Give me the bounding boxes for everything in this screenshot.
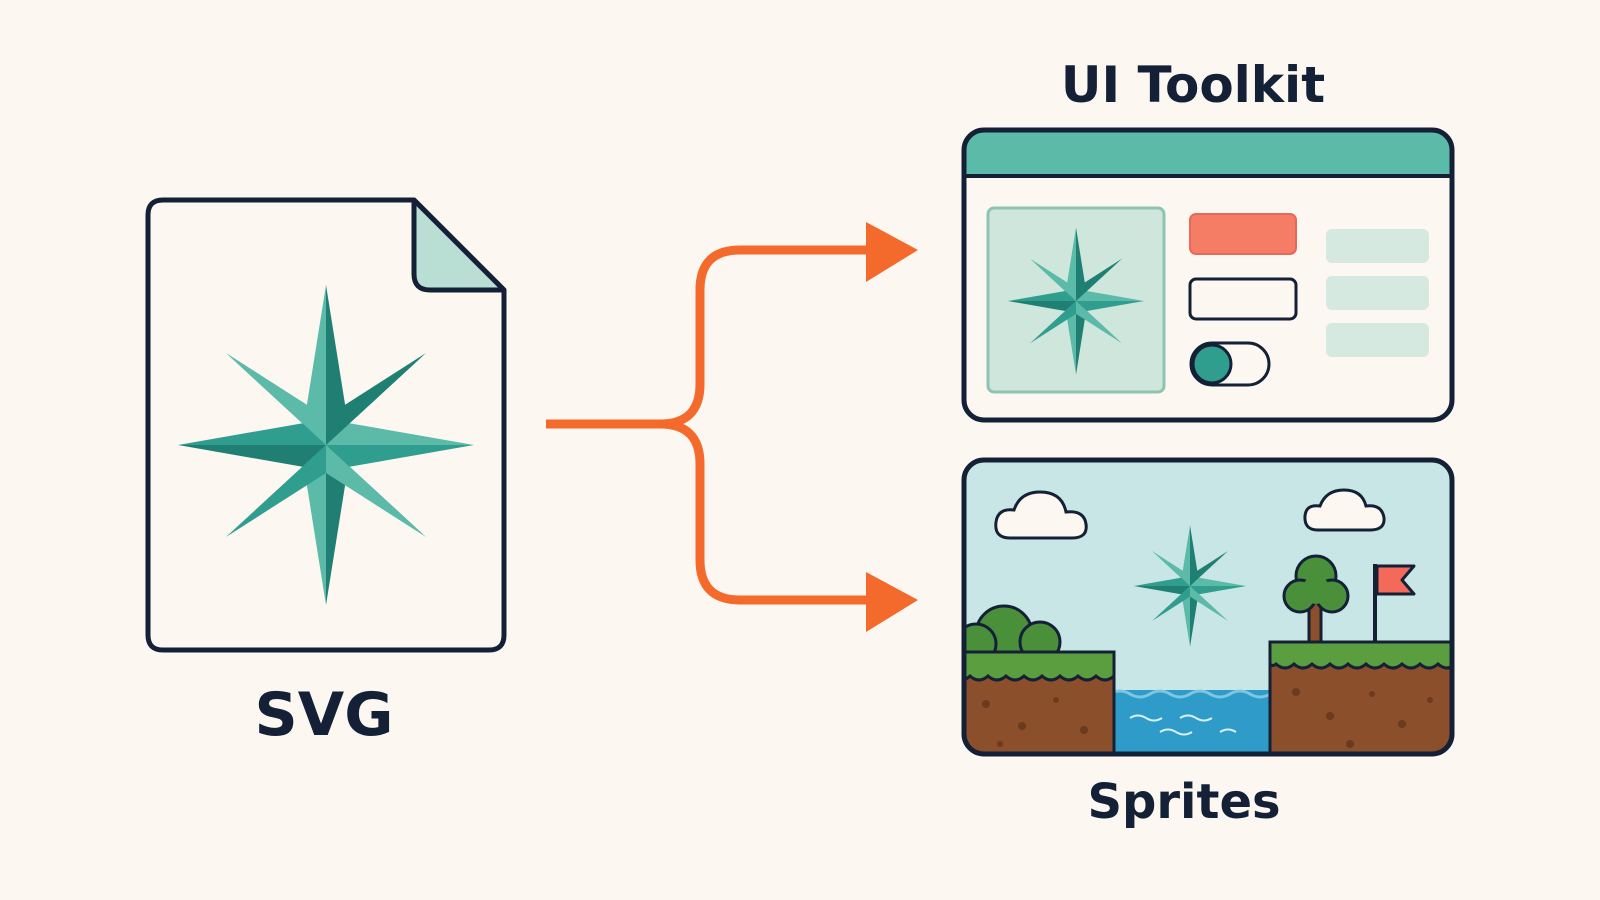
game-scene-icon bbox=[961, 457, 1455, 757]
cloud-icon bbox=[1303, 488, 1386, 532]
branching-arrow-icon bbox=[546, 245, 875, 605]
toggle-switch-icon[interactable] bbox=[1189, 341, 1271, 387]
svg-file-icon bbox=[145, 197, 507, 653]
list-item-placeholder bbox=[1326, 276, 1429, 310]
left-platform bbox=[964, 650, 1116, 754]
arrow-head-bottom bbox=[866, 572, 918, 632]
cloud-icon bbox=[994, 490, 1088, 540]
water bbox=[1110, 690, 1272, 754]
secondary-button[interactable] bbox=[1188, 277, 1298, 321]
arrow-head-top bbox=[866, 222, 918, 282]
sprites-label: Sprites bbox=[1087, 774, 1280, 830]
right-platform bbox=[1268, 640, 1452, 754]
list-item-placeholder bbox=[1326, 323, 1429, 357]
flag-icon bbox=[1373, 564, 1416, 642]
ui-panel-icon bbox=[961, 127, 1455, 423]
list-item-placeholder bbox=[1326, 229, 1429, 263]
tree-icon bbox=[1282, 554, 1350, 644]
primary-button[interactable] bbox=[1189, 213, 1297, 255]
ui-toolkit-label: UI Toolkit bbox=[1061, 56, 1325, 114]
source-label: SVG bbox=[255, 680, 394, 750]
